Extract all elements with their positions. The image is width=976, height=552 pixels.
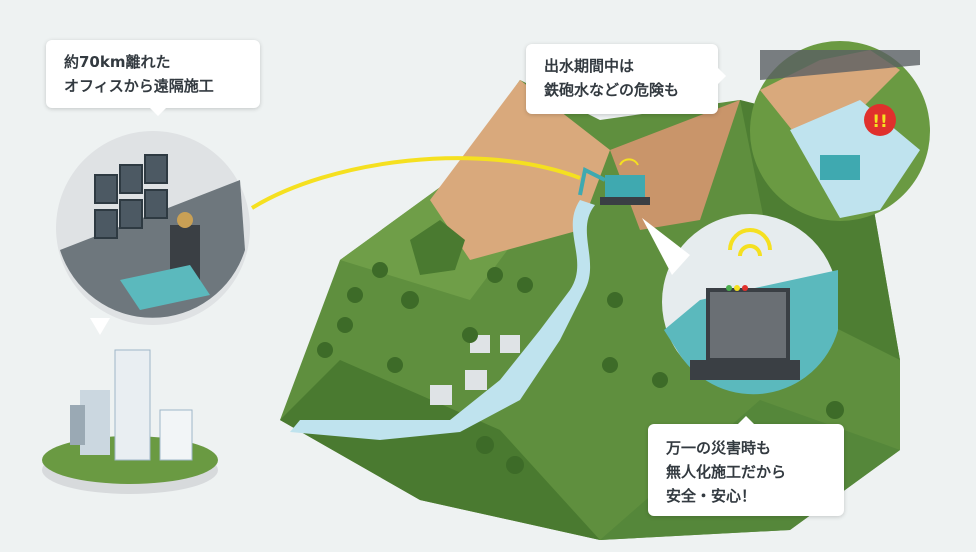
remote-signal-arc <box>250 156 581 210</box>
callout-line: 約70km離れた <box>64 53 171 71</box>
warning-icon <box>864 104 896 136</box>
excavator-icon <box>578 158 650 205</box>
office-scene <box>56 131 250 335</box>
callout-flood-danger: 出水期間中は 鉄砲水などの危険も <box>526 44 726 114</box>
callout-line: 出水期間中は <box>544 57 635 75</box>
warning-badge: !! <box>872 112 888 132</box>
cab-closeup <box>642 214 838 395</box>
callout-remote-operation: 約70km離れた オフィスから遠隔施工 <box>46 40 260 116</box>
callout-line: 安全・安心！ <box>666 487 757 505</box>
trees <box>317 220 844 474</box>
callout-line: 無人化施工だから <box>666 463 787 481</box>
operator <box>177 212 193 228</box>
callout-line: 万一の災害時も <box>666 439 772 457</box>
dam <box>500 335 520 353</box>
monitor-wall <box>94 154 168 239</box>
callout-safety: 万一の災害時も 無人化施工だから 安全・安心！ <box>648 416 844 516</box>
flood-closeup <box>750 41 930 221</box>
city <box>42 349 218 494</box>
dam <box>430 385 452 405</box>
callout-line: 鉄砲水などの危険も <box>544 81 680 99</box>
callout-line: オフィスから遠隔施工 <box>64 77 214 95</box>
dam <box>465 370 487 390</box>
